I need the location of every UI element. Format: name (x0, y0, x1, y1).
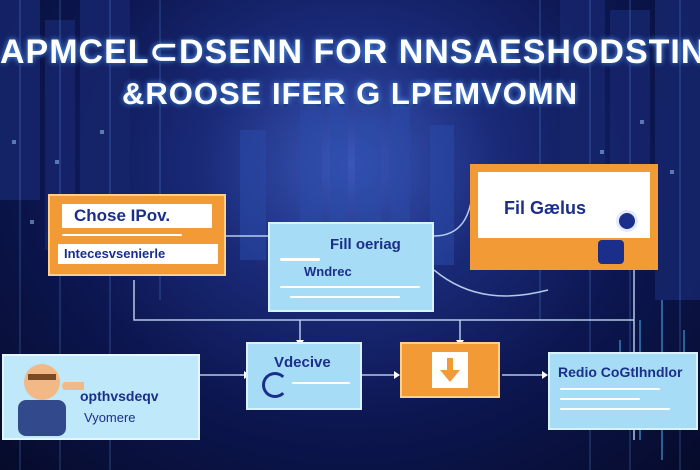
filgalus-card[interactable]: Fil Gælus (470, 164, 658, 270)
person-line-1: opthvsdeqv (80, 388, 159, 404)
download-card[interactable] (400, 342, 500, 398)
headline-line-1: APMCEL⊂DSENN FOR NNSAESHODSTINT (0, 33, 700, 71)
choose-provider-card[interactable]: Chose IPov. Intecesvsenierle (48, 194, 226, 276)
vdecive-card[interactable]: Vdecive (246, 342, 362, 410)
person-line-2: Vyomere (84, 410, 136, 425)
gear-icon (616, 210, 638, 232)
fill-ordering-title: Fill oeriag (330, 236, 401, 253)
radio-control-card[interactable]: Redio CoGtlhndlor (548, 352, 698, 430)
choose-provider-title: Chose IPov. (74, 206, 171, 225)
person-figure-icon (598, 240, 624, 264)
fill-ordering-card[interactable]: Fill oeriag Wndrec (268, 222, 434, 312)
arrow-down-icon (440, 358, 460, 382)
person-card[interactable]: opthvsdeqv Vyomere (2, 354, 200, 440)
choose-provider-subtitle: Intecesvsenierle (64, 246, 166, 261)
filgalus-title: Fil Gælus (504, 198, 587, 218)
person-illustration (18, 364, 84, 436)
vdecive-title: Vdecive (274, 354, 331, 371)
refresh-icon (262, 372, 288, 398)
headline-line-2: &ROOSE IFER G LPEMVOMN (121, 76, 579, 111)
fill-ordering-subtitle: Wndrec (304, 264, 352, 279)
radio-control-title: Redio CoGtlhndlor (558, 364, 683, 380)
